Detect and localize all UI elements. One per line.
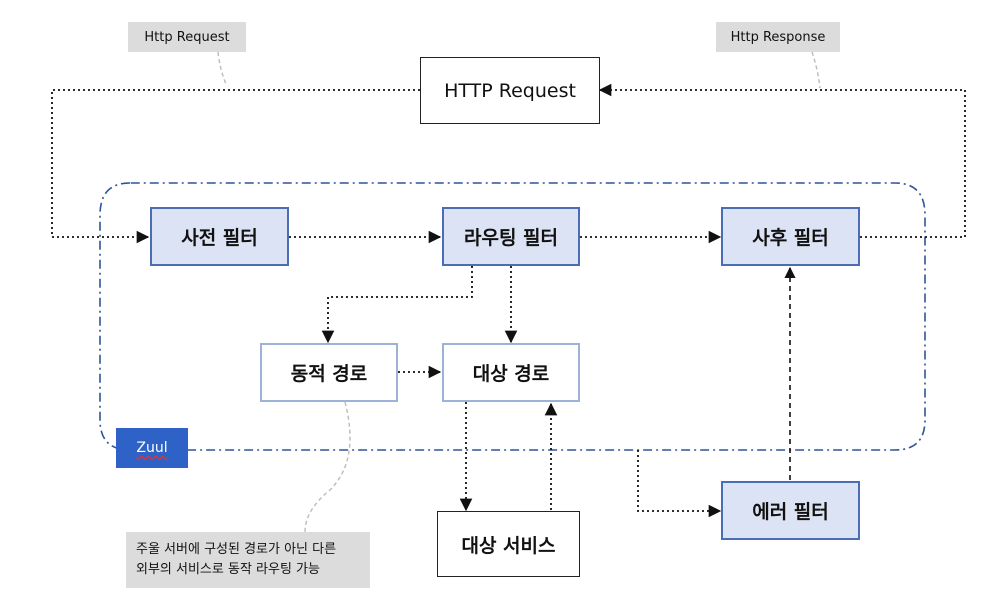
note-external-routing-line1: 주울 서버에 구성된 경로가 아닌 다른 [136, 542, 337, 557]
note-external-routing-line2: 외부의 서비스로 동작 라우팅 가능 [136, 562, 320, 577]
note-connector-external-routing [304, 401, 351, 533]
note-http-request-text: Http Request [144, 29, 230, 45]
error-filter-box: 에러 필터 [721, 481, 860, 540]
note-external-routing: 주울 서버에 구성된 경로가 아닌 다른 외부의 서비스로 동작 라우팅 가능 [126, 532, 370, 588]
dynamic-route-box: 동적 경로 [260, 343, 398, 402]
dynamic-route-label: 동적 경로 [290, 363, 368, 385]
post-filter-label: 사후 필터 [752, 227, 829, 249]
note-connector-http-response [811, 51, 821, 89]
routing-filter-label: 라우팅 필터 [463, 227, 558, 249]
arrow-routing-to-dynamic [321, 266, 473, 344]
routing-filter-box: 라우팅 필터 [442, 207, 580, 266]
note-connector-http-request [217, 51, 227, 85]
zuul-tag: Zuul [116, 428, 188, 468]
post-filter-box: 사후 필터 [721, 207, 860, 266]
target-service-box: 대상 서비스 [437, 511, 580, 577]
pre-filter-box: 사전 필터 [150, 207, 289, 266]
target-service-label: 대상 서비스 [461, 534, 556, 557]
target-route-label: 대상 경로 [472, 363, 550, 385]
note-http-response: Http Response [716, 22, 840, 52]
zuul-label: Zuul [136, 440, 168, 456]
http-request-box: HTTP Request [420, 57, 600, 124]
note-http-response-text: Http Response [730, 29, 826, 45]
http-request-label: HTTP Request [444, 79, 576, 102]
pre-filter-label: 사전 필터 [181, 227, 258, 249]
error-filter-label: 에러 필터 [752, 501, 829, 523]
arrow-to-error-filter [637, 450, 722, 518]
target-route-box: 대상 경로 [442, 343, 580, 402]
note-http-request: Http Request [128, 22, 246, 52]
arrow-http-to-pre-filter [51, 89, 420, 244]
zuul-boundary [99, 182, 926, 451]
